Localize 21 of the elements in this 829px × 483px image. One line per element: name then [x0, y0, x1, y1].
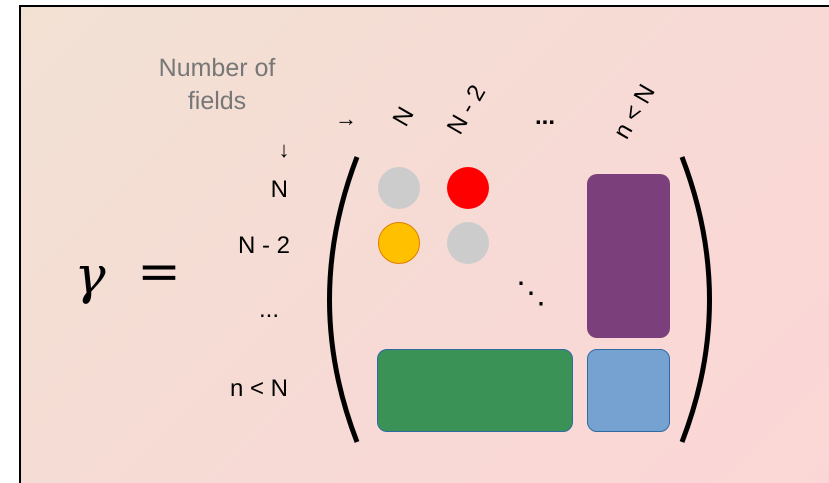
column-label: n < N — [610, 80, 660, 144]
row-label: N — [270, 178, 288, 202]
direction-arrow: ↓ — [278, 139, 290, 161]
matrix-block — [587, 349, 670, 432]
dot — [378, 222, 420, 264]
dot — [378, 167, 420, 209]
matrix-block — [587, 174, 670, 338]
row-label: n < N — [230, 377, 288, 401]
diagonal-dots: ⋱ — [516, 279, 546, 309]
math-symbol: γ — [74, 250, 106, 302]
column-label: N - 2 — [444, 81, 490, 139]
math-symbol: = — [137, 246, 181, 298]
column-label: ... — [535, 105, 555, 129]
matrix-block — [377, 349, 573, 432]
axis-caption: Number of fields — [158, 53, 276, 116]
row-label: N - 2 — [238, 234, 290, 258]
dot — [447, 222, 489, 264]
direction-arrow: → — [335, 108, 357, 130]
column-label: N — [389, 104, 419, 130]
dot — [447, 167, 489, 209]
row-label: ... — [258, 298, 279, 322]
